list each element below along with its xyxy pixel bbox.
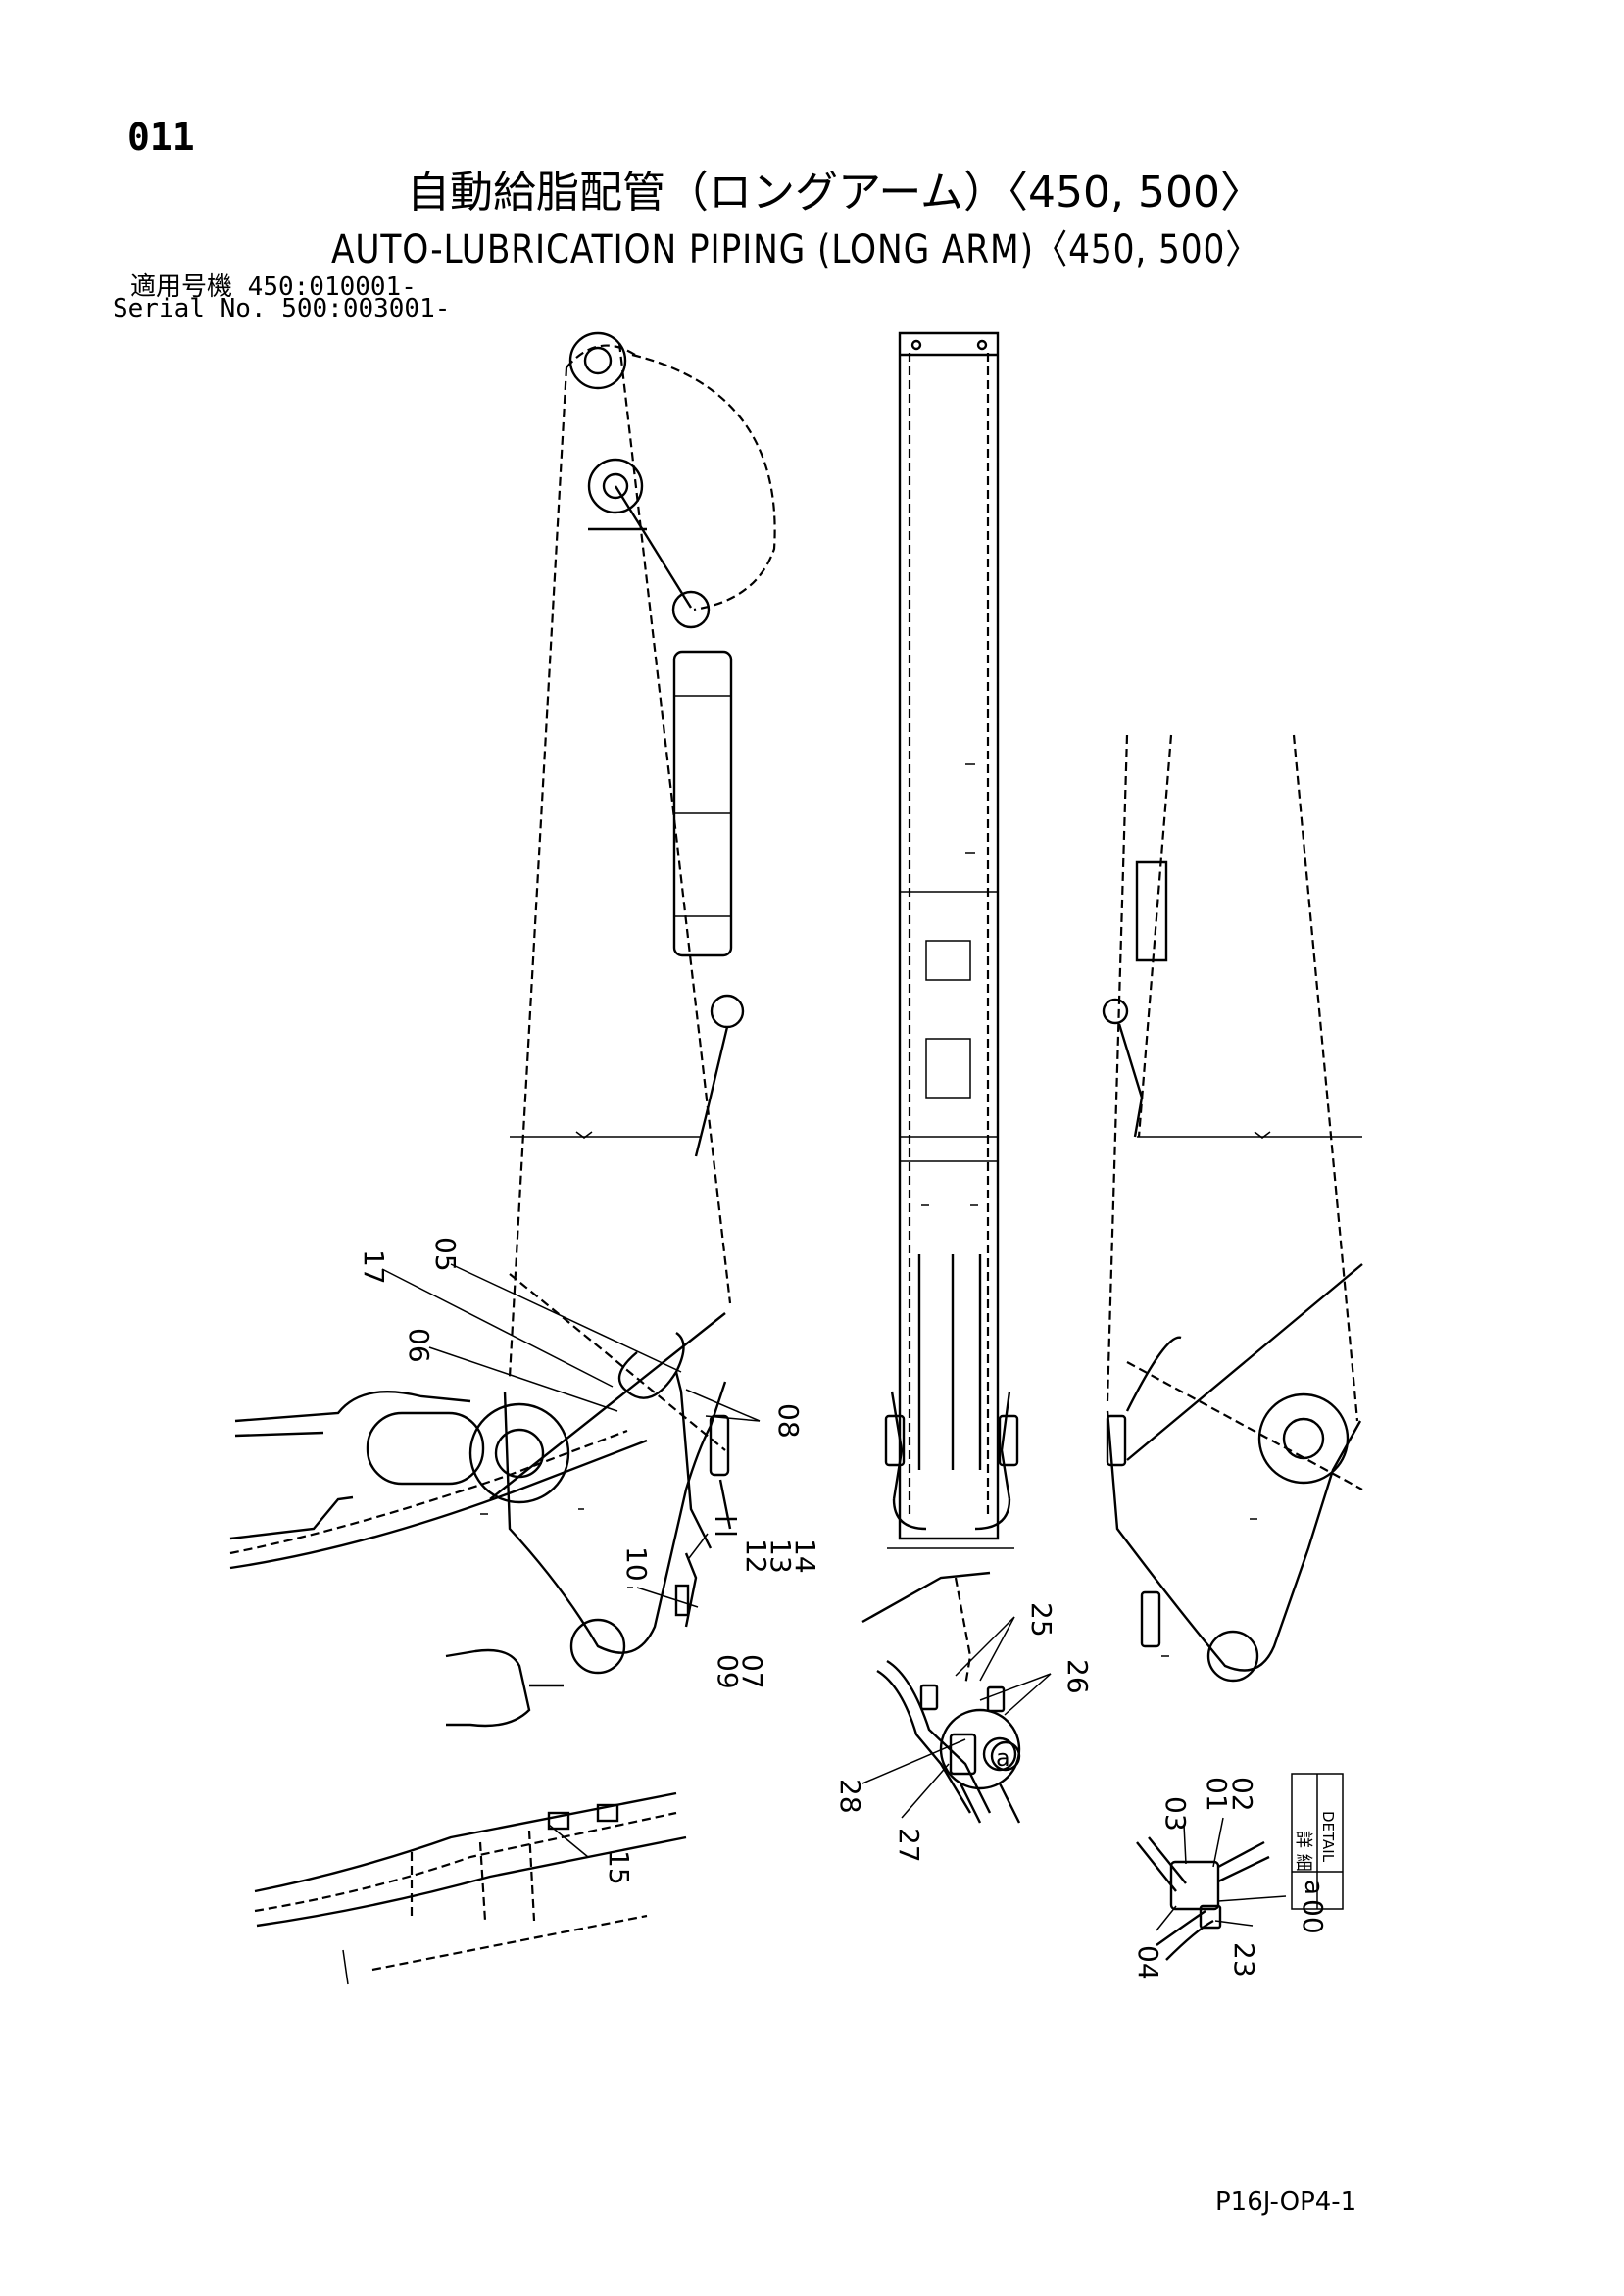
serial-row-500: Serial No. 500:003001- [113, 294, 450, 323]
callout-04: 04 [1132, 1945, 1164, 1980]
page-number: 011 [127, 116, 195, 159]
title-english: AUTO-LUBRICATION PIPING (LONG ARM)〈450, … [331, 227, 1260, 272]
callout-12: 12 [740, 1539, 772, 1574]
callout-10: 10 [620, 1546, 653, 1582]
callout-05: 05 [429, 1237, 462, 1272]
callout-00: 00 [1297, 1899, 1329, 1934]
callout-08: 08 [772, 1403, 805, 1439]
callout-02: 02 [1226, 1777, 1258, 1812]
detail-a-box: 詳 細 DETAIL a [1291, 1773, 1344, 1910]
callout-06: 06 [403, 1328, 435, 1363]
serial-range-450: 450:010001- [247, 272, 417, 302]
leader-lines [381, 1263, 1287, 1931]
callout-17: 17 [358, 1249, 390, 1285]
arm-lower-section [254, 1791, 687, 1985]
drawing-id: P16J-OP4-1 [1215, 2187, 1357, 2217]
callout-03: 03 [1159, 1796, 1192, 1832]
detail-a-view [1136, 1836, 1270, 1961]
callout-26: 26 [1061, 1659, 1094, 1694]
callout-28: 28 [834, 1779, 866, 1814]
detail-box-en: DETAIL [1319, 1811, 1337, 1863]
serial-row-450: 適用号機 450:010001- [113, 267, 417, 303]
arm-top-view [884, 331, 1019, 1549]
callout-01: 01 [1201, 1777, 1233, 1812]
detail-marker: a [990, 1740, 1021, 1772]
callout-09: 09 [712, 1654, 744, 1689]
callout-labels: 17 05 06 08 10 12 13 14 09 07 15 25 26 2… [358, 1237, 1329, 1980]
callout-07: 07 [736, 1654, 768, 1689]
detail-box-jp: 詳 細 [1293, 1831, 1313, 1872]
callout-14: 14 [789, 1539, 821, 1574]
serial-label-en: Serial No. [113, 294, 267, 323]
pump-detail-view [861, 1571, 1021, 1824]
callout-13: 13 [764, 1539, 797, 1574]
title-japanese: 自動給脂配管（ロングアーム）〈450, 500〉 [407, 168, 1263, 218]
callout-23: 23 [1228, 1942, 1260, 1978]
callout-27: 27 [893, 1828, 925, 1863]
serial-label-jp: 適用号機 [130, 272, 233, 302]
detail-marker-letter: a [996, 1744, 1010, 1772]
arm-side-view-right [1102, 734, 1363, 1683]
arm-side-view [229, 331, 776, 1728]
callout-25: 25 [1025, 1602, 1058, 1637]
detail-box-letter: a [1299, 1880, 1328, 1895]
callout-15: 15 [603, 1850, 635, 1885]
serial-range-500: 500:003001- [281, 294, 451, 323]
